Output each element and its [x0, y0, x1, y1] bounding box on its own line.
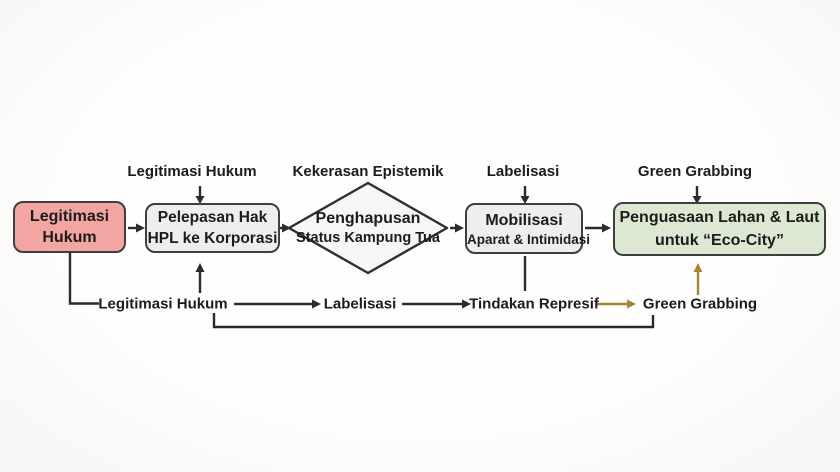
node-pelepasan-hak: Pelepasan Hak HPL ke Korporasi — [145, 203, 280, 253]
node-penghapusan-line1: Penghapusan — [315, 210, 421, 227]
arrow-step3-to-step4-gold-icon — [596, 299, 636, 309]
node-mobilisasi: Mobilisasi Aparat & Intimidasi — [465, 203, 591, 254]
arrow-legitimasi-to-pelepasan-icon — [128, 223, 145, 233]
node-penghapusan: Penghapusan Status Kampung Tua — [287, 181, 449, 275]
bottom-step-tindakan-represif: Tindakan Represif — [469, 295, 599, 313]
elbow-legitimasi-down-line — [68, 253, 99, 305]
bottom-step-green-grabbing: Green Grabbing — [642, 295, 758, 313]
node-pelepasan-hak-line1: Pelepasan Hak — [157, 209, 268, 226]
arrow-up-into-penguasaan-gold-icon — [693, 263, 703, 295]
arrow-step1-to-step2-icon — [234, 299, 321, 309]
skip-connector-step1-to-step4-line — [212, 313, 655, 329]
node-mobilisasi-line2: Aparat & Intimidasi — [467, 231, 591, 247]
node-legitimasi-hukum-line1: Legitimasi — [29, 208, 110, 225]
node-penguasaan-line2: untuk “Eco-City” — [655, 232, 784, 249]
bottom-step-labelisasi: Labelisasi — [323, 295, 397, 313]
arrow-up-into-pelepasan-icon — [195, 263, 205, 293]
arrow-step2-to-step3-icon — [402, 299, 471, 309]
top-label-labelisasi: Labelisasi — [486, 163, 560, 180]
node-penguasaan: Penguasaan Lahan & Laut untuk “Eco-City” — [613, 202, 826, 256]
top-label-kekerasan-epistemik: Kekerasan Epistemik — [292, 163, 444, 180]
node-legitimasi-hukum-line2: Hukum — [42, 229, 97, 246]
bottom-step-legitimasi-hukum: Legitimasi Hukum — [98, 295, 228, 313]
node-penghapusan-line2: Status Kampung Tua — [296, 230, 440, 246]
node-mobilisasi-line1: Mobilisasi — [485, 211, 563, 229]
arrow-down-into-pelepasan-icon — [195, 186, 205, 204]
top-label-legitimasi-hukum: Legitimasi Hukum — [127, 163, 257, 180]
node-legitimasi-hukum: Legitimasi Hukum — [13, 201, 126, 253]
arrow-down-into-mobilisasi-icon — [520, 186, 530, 204]
node-pelepasan-hak-line2: HPL ke Korporasi — [147, 230, 278, 247]
arrow-penghapusan-to-mobilisasi-icon — [450, 223, 464, 233]
top-label-green-grabbing: Green Grabbing — [637, 163, 753, 180]
node-penguasaan-line1: Penguasaan Lahan & Laut — [619, 209, 820, 226]
diamond-shape-icon — [287, 181, 449, 275]
